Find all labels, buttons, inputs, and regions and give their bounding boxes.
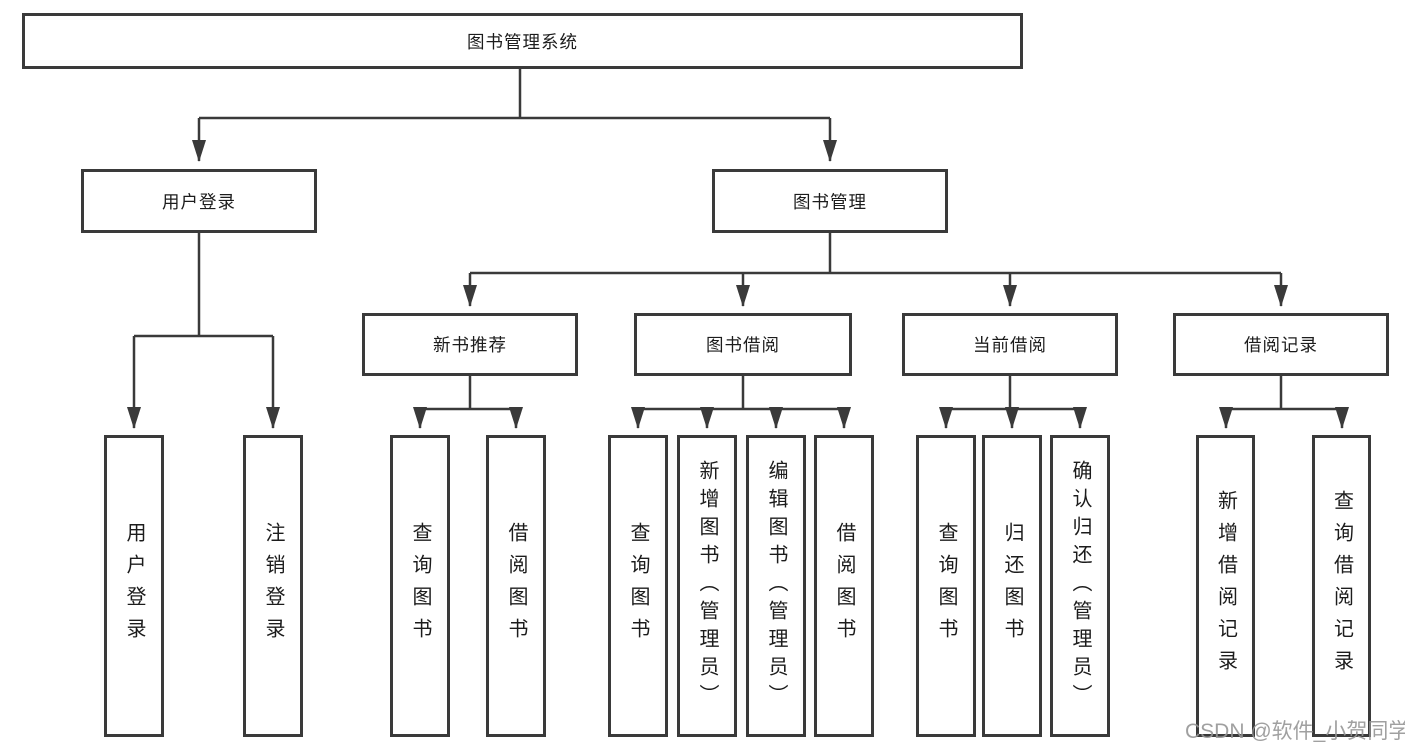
node-leaf-query-books: 查询图书 [916,435,976,737]
node-label: 查询图书 [409,522,431,650]
node-leaf-return-books: 归还图书 [982,435,1042,737]
node-leaf-user-login: 用户登录 [104,435,164,737]
node-label: 用户登录 [162,191,236,212]
node-label: 当前借阅 [973,335,1047,355]
csdn-watermark: CSDN @软件_小贺同学 [1185,720,1405,743]
node-label: 查询图书 [627,522,649,650]
node-leaf-borrow-books: 借阅图书 [486,435,546,737]
node-label: 新增借阅记录 [1214,490,1237,682]
node-label: 新书推荐 [433,335,507,355]
node-label: 用户登录 [123,522,145,650]
node-label: 编辑图书（管理员） [765,460,787,712]
node-leaf-query-borrow-record: 查询借阅记录 [1312,435,1371,737]
node-label: 图书借阅 [706,335,780,355]
node-label: 借阅图书 [833,522,855,650]
node-borrowing-records: 借阅记录 [1173,313,1389,376]
node-label: 借阅记录 [1244,335,1318,355]
node-leaf-query-books: 查询图书 [390,435,450,737]
node-label: 查询图书 [935,522,957,650]
node-leaf-add-borrow-record: 新增借阅记录 [1196,435,1255,737]
node-leaf-borrow-books: 借阅图书 [814,435,874,737]
node-label: 图书管理 [793,191,867,212]
node-label: 归还图书 [1001,522,1023,650]
node-leaf-logout: 注销登录 [243,435,303,737]
node-book-management-branch: 图书管理 [712,169,948,233]
node-label: 确认归还（管理员） [1069,460,1091,712]
node-library-management-system: 图书管理系统 [22,13,1023,69]
node-leaf-query-books: 查询图书 [608,435,668,737]
node-current-borrowing: 当前借阅 [902,313,1118,376]
node-book-borrowing: 图书借阅 [634,313,852,376]
node-leaf-edit-book-admin: 编辑图书（管理员） [746,435,806,737]
node-label: 图书管理系统 [467,31,578,52]
node-leaf-confirm-return-admin: 确认归还（管理员） [1050,435,1110,737]
node-label: 注销登录 [262,522,284,650]
node-leaf-add-book-admin: 新增图书（管理员） [677,435,737,737]
node-label: 新增图书（管理员） [696,460,718,712]
node-user-login-branch: 用户登录 [81,169,317,233]
node-new-book-recommendation: 新书推荐 [362,313,578,376]
node-label: 查询借阅记录 [1330,490,1353,682]
node-label: 借阅图书 [505,522,527,650]
